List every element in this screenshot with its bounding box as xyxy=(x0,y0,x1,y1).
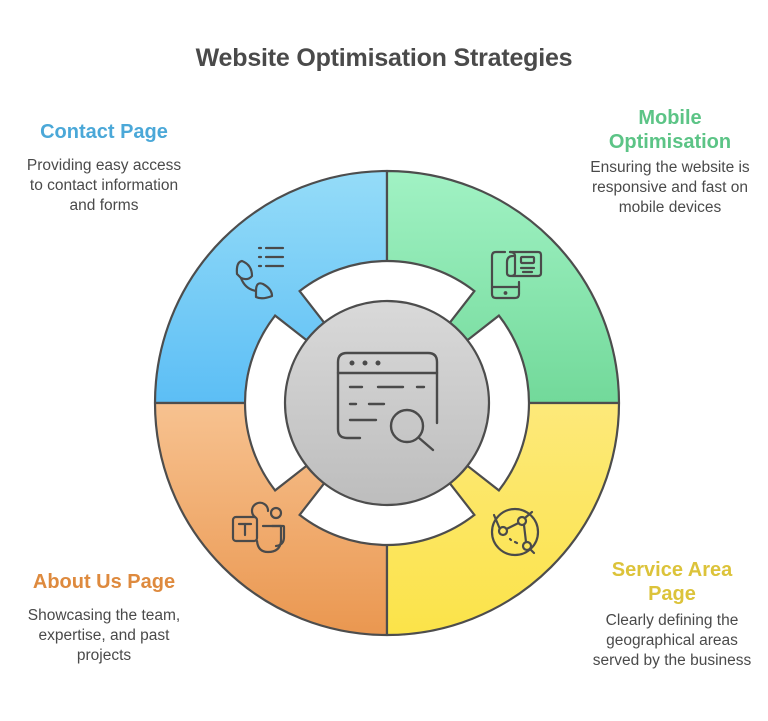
diagram-title: Website Optimisation Strategies xyxy=(195,44,573,72)
description-line: Providing easy access xyxy=(26,157,182,174)
description-line: and forms xyxy=(69,197,139,214)
mobile-optimisation-description: Ensuring the website is responsive and f… xyxy=(572,158,768,218)
heading-line: Mobile xyxy=(638,107,702,129)
service-area-page-heading: Service Area Page xyxy=(574,558,768,606)
description-line: to contact information xyxy=(29,177,179,194)
description-line: mobile devices xyxy=(618,199,722,216)
contact-page-heading: Contact Page xyxy=(40,121,168,143)
heading-line: Page xyxy=(648,583,696,605)
description-line: geographical areas xyxy=(606,632,738,649)
globe-network-icon xyxy=(490,507,540,557)
center-hub xyxy=(283,299,491,507)
about-us-page-block: About Us Page Showcasing the team, exper… xyxy=(14,570,194,666)
mobile-optimisation-block: Mobile Optimisation Ensuring the website… xyxy=(572,106,768,218)
description-line: expertise, and past xyxy=(38,627,170,644)
web-page-search-icon xyxy=(336,351,439,452)
about-us-page-heading: About Us Page xyxy=(32,571,176,593)
heading-line: Optimisation xyxy=(608,131,732,153)
team-icon xyxy=(231,501,286,554)
mobile-optimisation-heading: Mobile Optimisation xyxy=(572,106,768,154)
service-area-page-block: Service Area Page Clearly defining the g… xyxy=(574,558,768,671)
contact-page-block: Contact Page Providing easy access to co… xyxy=(14,120,194,216)
heading-line: Service Area xyxy=(611,559,733,581)
description-line: responsive and fast on xyxy=(592,179,748,196)
mobile-document-icon xyxy=(490,250,543,300)
description-line: Showcasing the team, xyxy=(27,607,181,624)
description-line: projects xyxy=(76,647,132,664)
contact-page-description: Providing easy access to contact informa… xyxy=(14,156,194,216)
service-area-page-description: Clearly defining the geographical areas … xyxy=(574,611,768,671)
description-line: served by the business xyxy=(592,652,752,669)
description-line: Clearly defining the xyxy=(605,612,739,629)
phone-contact-list-icon xyxy=(235,246,285,300)
description-line: Ensuring the website is xyxy=(590,159,750,176)
about-us-page-description: Showcasing the team, expertise, and past… xyxy=(14,606,194,666)
